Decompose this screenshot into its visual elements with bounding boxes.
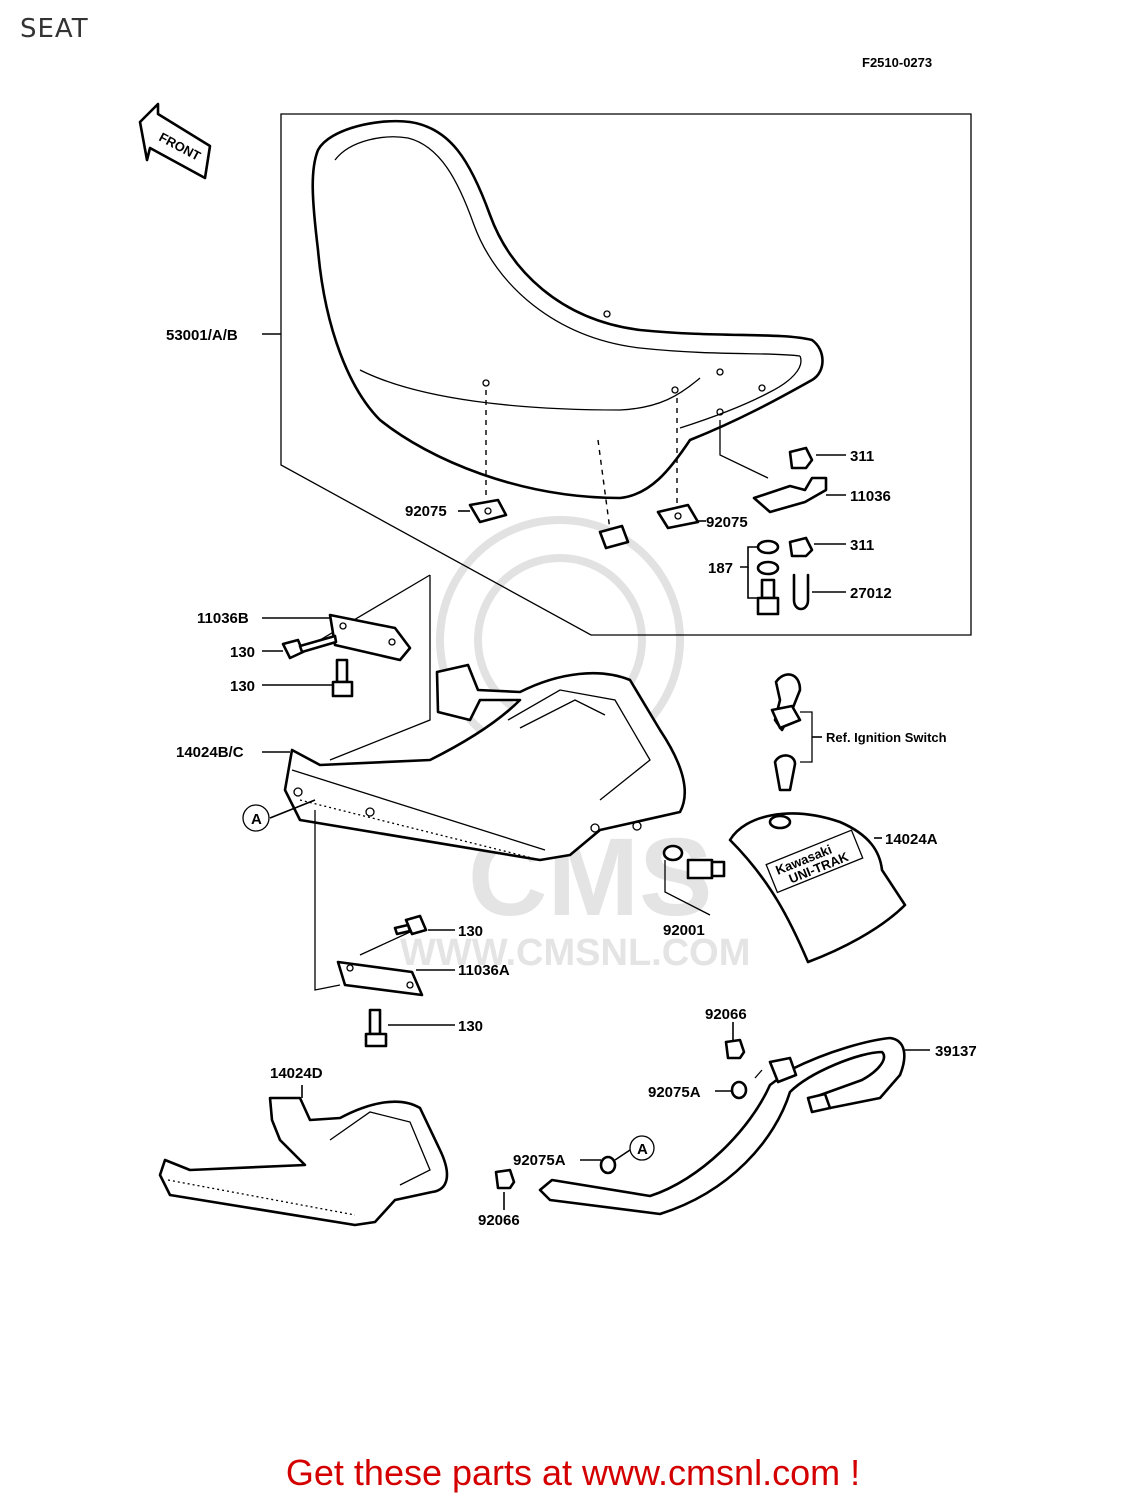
reference-a-left-label: A xyxy=(251,811,262,828)
reference-a-left: A xyxy=(242,804,270,832)
ignition-key-icon xyxy=(770,673,802,792)
callout-130-a: 130 xyxy=(230,644,255,661)
bolt-130-d-icon xyxy=(364,1008,388,1048)
callout-130-c: 130 xyxy=(458,923,483,940)
footer-shop-link[interactable]: Get these parts at www.cmsnl.com ! xyxy=(285,1452,861,1493)
bracket-11036b-icon xyxy=(328,613,412,662)
clip-92075-right-icon xyxy=(656,503,700,530)
washer-187-lower-icon xyxy=(756,560,780,576)
bolt-187-icon xyxy=(756,578,780,616)
watermark-url-text: WWW.CMSNL.COM xyxy=(400,932,750,974)
bolt-92001-icon xyxy=(662,844,726,880)
front-arrow-icon: FRONT xyxy=(138,102,212,180)
page-title: SEAT xyxy=(20,14,89,44)
cover-14024bc-part xyxy=(283,663,687,862)
callout-14024d: 14024D xyxy=(270,1065,323,1082)
callout-53001: 53001/A/B xyxy=(166,327,238,344)
callout-11036: 11036 xyxy=(850,488,891,505)
callout-leader-lines xyxy=(262,333,930,1210)
callout-14024bc: 14024B/C xyxy=(176,744,244,761)
seat-group-frame xyxy=(280,113,972,636)
bolt-130-a-icon xyxy=(281,634,338,660)
grab-bar-39137-part xyxy=(538,1036,906,1216)
bracket-11036a-icon xyxy=(336,960,424,997)
bolt-130-c-icon xyxy=(393,914,428,936)
callout-92066-bottom: 92066 xyxy=(478,1212,520,1229)
callout-11036b: 11036B xyxy=(197,610,249,627)
reference-a-right-label: A xyxy=(637,1141,648,1158)
callout-92066-top: 92066 xyxy=(705,1006,747,1023)
callout-92075a-top: 92075A xyxy=(648,1084,701,1101)
callout-92001: 92001 xyxy=(663,922,705,939)
bolt-130-b-icon xyxy=(331,658,354,698)
callout-187: 187 xyxy=(708,560,733,577)
diagram-code: F2510-0273 xyxy=(862,55,933,70)
callout-39137: 39137 xyxy=(935,1043,977,1060)
seat-part-53001 xyxy=(311,119,824,500)
clip-92075a-bottom-icon xyxy=(599,1155,617,1175)
clip-92075-left-icon xyxy=(468,498,508,524)
cover-group-frame xyxy=(329,575,431,761)
nut-311-top-icon xyxy=(788,446,814,470)
callout-311-mid: 311 xyxy=(850,537,874,554)
nut-311-mid-icon xyxy=(788,536,814,558)
cap-92066-top-icon xyxy=(724,1038,746,1060)
callout-ignition-ref: Ref. Ignition Switch xyxy=(826,730,947,745)
callout-130-b: 130 xyxy=(230,678,255,695)
callout-311-top: 311 xyxy=(850,448,874,465)
washer-187-upper-icon xyxy=(756,539,780,555)
bracket-11036-icon xyxy=(752,476,828,514)
callout-27012: 27012 xyxy=(850,585,892,602)
clip-92075-center-icon xyxy=(598,524,630,550)
callout-14024a: 14024A xyxy=(885,831,938,848)
cover-14024d-part xyxy=(158,1096,449,1227)
cover-14024a-part: Kawasaki UNI-TRAK xyxy=(728,812,907,964)
callout-11036a: 11036A xyxy=(458,962,510,979)
clip-92075a-top-icon xyxy=(730,1080,748,1100)
cap-92066-bottom-icon xyxy=(494,1168,516,1190)
bolt-27012-icon xyxy=(792,573,810,611)
callout-92075-right: 92075 xyxy=(706,514,748,531)
reference-a-right: A xyxy=(629,1135,655,1161)
callout-92075-left: 92075 xyxy=(405,503,447,520)
callout-92075a-bottom: 92075A xyxy=(513,1152,566,1169)
callout-130-d: 130 xyxy=(458,1018,483,1035)
